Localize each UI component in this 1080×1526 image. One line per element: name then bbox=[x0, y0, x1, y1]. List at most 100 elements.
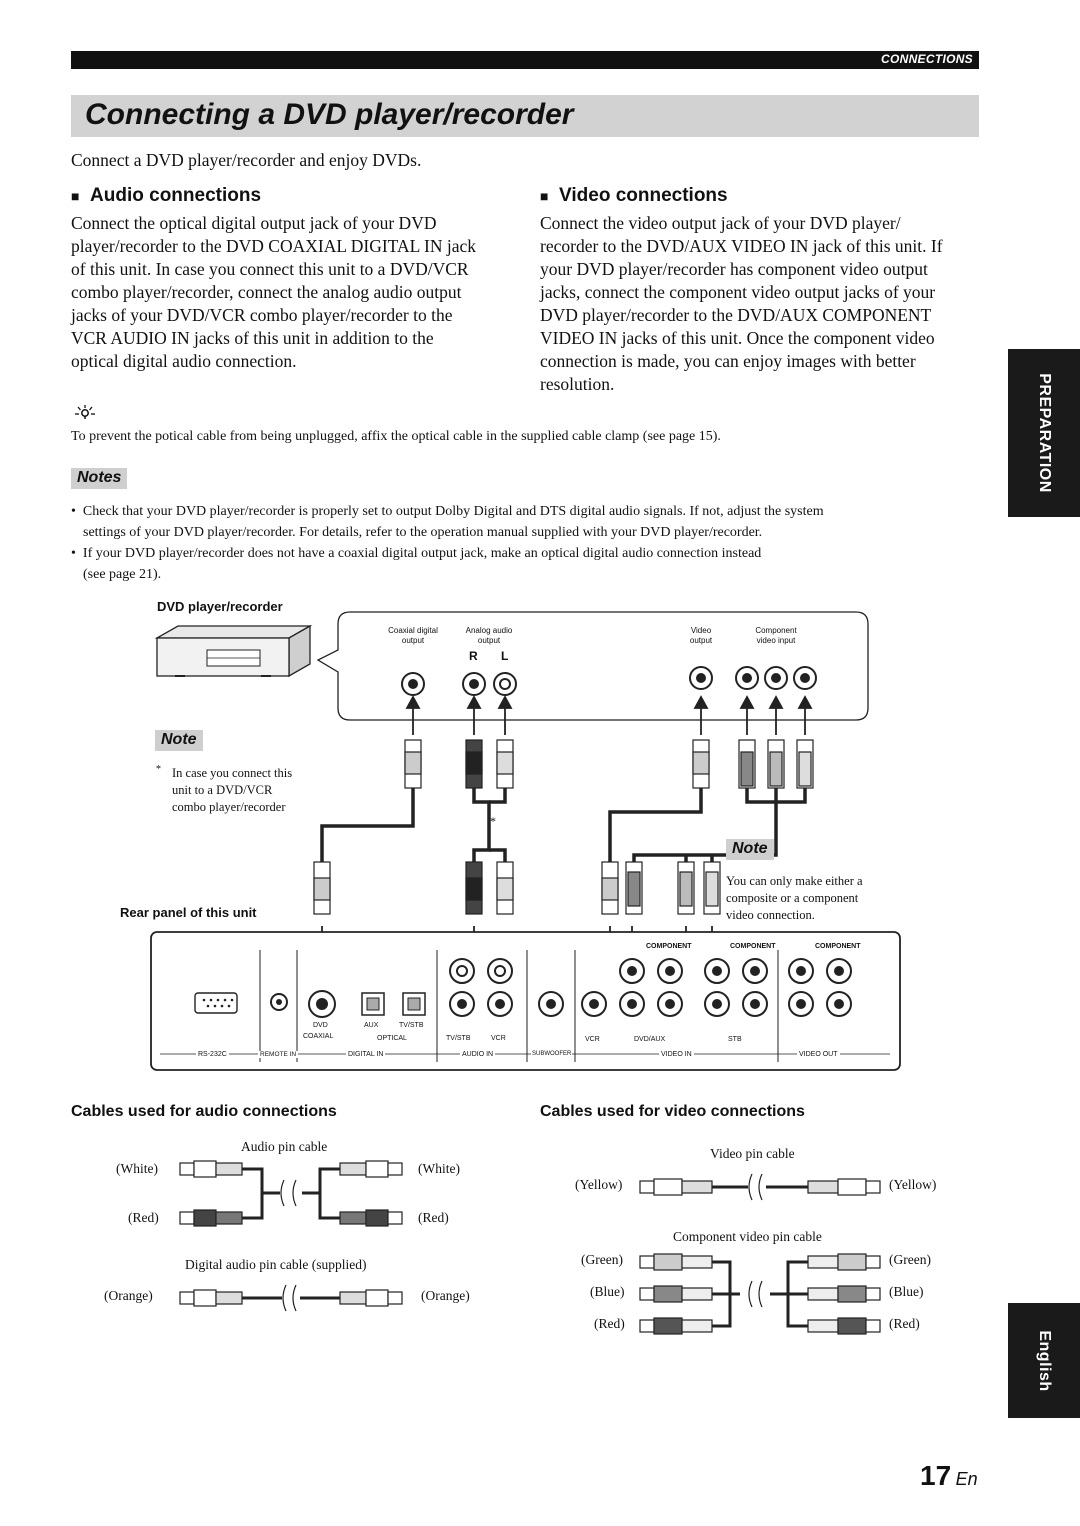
rs232c-label: RS-232C bbox=[196, 1051, 229, 1058]
english-tab: English bbox=[1008, 1303, 1080, 1418]
header-bar: CONNECTIONS bbox=[71, 51, 979, 69]
rear-panel-jacks bbox=[160, 950, 890, 1062]
note2-text: You can only make either a composite or … bbox=[726, 873, 863, 924]
video-paragraph: Connect the video output jack of your DV… bbox=[540, 212, 943, 396]
preparation-tab: PREPARATION bbox=[1008, 349, 1080, 517]
audio-line: of this unit. In case you connect this u… bbox=[71, 259, 469, 279]
video-pin-cable-label: Video pin cable bbox=[710, 1146, 795, 1161]
note-item: • If your DVD player/recorder does not h… bbox=[71, 546, 762, 561]
note1-line: In case you connect this bbox=[172, 766, 293, 780]
label-line: output bbox=[689, 636, 713, 645]
rs232c-port bbox=[194, 992, 238, 1014]
orange-right-label: (Orange) bbox=[421, 1288, 470, 1303]
note2-line: You can only make either a bbox=[726, 874, 863, 888]
l-label: L bbox=[501, 649, 509, 663]
upper-plugs bbox=[404, 739, 814, 789]
label-line: Coaxial digital bbox=[388, 626, 438, 635]
note1-line: combo player/recorder bbox=[172, 800, 286, 814]
white-right-label: (White) bbox=[418, 1161, 460, 1176]
optical-label: OPTICAL bbox=[377, 1035, 407, 1042]
coaxial-label: COAXIAL bbox=[303, 1033, 334, 1040]
subwoofer-label: SUBWOOFER bbox=[531, 1051, 573, 1057]
lower-plugs bbox=[313, 861, 721, 915]
video-line: recorder to the DVD/AUX VIDEO IN jack of… bbox=[540, 236, 943, 256]
green-right-label: (Green) bbox=[889, 1252, 931, 1267]
note2-label: Note bbox=[726, 839, 774, 860]
combo-star: * bbox=[490, 814, 496, 828]
component-cable-label: Component video pin cable bbox=[673, 1229, 822, 1244]
audio-cables-illustration bbox=[179, 1160, 403, 1312]
label-line: video input bbox=[756, 636, 796, 645]
white-left-label: (White) bbox=[116, 1161, 158, 1176]
title-bar: Connecting a DVD player/recorder bbox=[71, 95, 979, 137]
video-line: resolution. bbox=[540, 374, 615, 394]
label-line: output bbox=[401, 636, 425, 645]
digital-in-label: DIGITAL IN bbox=[346, 1051, 386, 1058]
blue-right-label: (Blue) bbox=[889, 1284, 924, 1299]
cables bbox=[320, 788, 807, 862]
red-right-video-label: (Red) bbox=[889, 1316, 920, 1331]
page-title: Connecting a DVD player/recorder bbox=[85, 98, 574, 131]
page-number-suffix: En bbox=[955, 1469, 978, 1489]
audio-line: jacks of your DVD/VCR combo player/recor… bbox=[71, 305, 453, 325]
note-item-cont: (see page 21). bbox=[83, 567, 162, 582]
note2-line: video connection. bbox=[726, 908, 815, 922]
video-heading-text: Video connections bbox=[559, 185, 728, 206]
component-label: COMPONENT bbox=[815, 943, 861, 950]
tvstb-audio-label: TV/STB bbox=[446, 1035, 471, 1042]
video-cables-heading: Cables used for video connections bbox=[540, 1103, 805, 1120]
audio-pin-cable-label: Audio pin cable bbox=[241, 1139, 328, 1154]
tip-text: To prevent the potical cable from being … bbox=[71, 429, 721, 444]
audio-line: combo player/recorder, connect the analo… bbox=[71, 282, 462, 302]
note2-line: composite or a component bbox=[726, 891, 859, 905]
tvstb-optical-label: TV/STB bbox=[399, 1022, 424, 1029]
tip-icon bbox=[75, 405, 95, 419]
video-line: your DVD player/recorder has component v… bbox=[540, 259, 928, 279]
green-left-label: (Green) bbox=[581, 1252, 623, 1267]
dvd-coax-label: DVD bbox=[313, 1022, 328, 1029]
audio-heading: ■ Audio connections bbox=[71, 185, 262, 206]
red-right-label: (Red) bbox=[418, 1210, 449, 1225]
video-line: jacks, connect the component video outpu… bbox=[540, 282, 936, 302]
video-line: DVD player/recorder to the DVD/AUX COMPO… bbox=[540, 305, 932, 325]
digital-cable-label: Digital audio pin cable (supplied) bbox=[185, 1257, 367, 1272]
note-item-line: Check that your DVD player/recorder is p… bbox=[82, 504, 824, 519]
label-line: Video bbox=[690, 626, 712, 635]
stb-video-label: STB bbox=[728, 1036, 742, 1043]
remote-in-label: REMOTE IN bbox=[258, 1051, 299, 1058]
dvd-output-jacks bbox=[401, 666, 817, 696]
video-line: Connect the video output jack of your DV… bbox=[540, 213, 901, 233]
note1-label: Note bbox=[155, 730, 203, 751]
video-heading: ■ Video connections bbox=[540, 185, 728, 206]
vcr-audio-label: VCR bbox=[491, 1035, 506, 1042]
audio-line: Connect the optical digital output jack … bbox=[71, 213, 437, 233]
orange-left-label: (Orange) bbox=[104, 1288, 153, 1303]
video-line: connection is made, you can enjoy images… bbox=[540, 351, 916, 371]
rear-panel bbox=[150, 931, 901, 1071]
video-line: VIDEO IN jacks of this unit. Once the co… bbox=[540, 328, 935, 348]
audio-line: player/recorder to the DVD COAXIAL DIGIT… bbox=[71, 236, 477, 256]
note-item-line: If your DVD player/recorder does not hav… bbox=[82, 546, 762, 561]
vcr-video-label: VCR bbox=[585, 1036, 600, 1043]
audio-paragraph: Connect the optical digital output jack … bbox=[71, 212, 476, 373]
note1-star: * bbox=[156, 764, 161, 775]
dvd-panel-callout bbox=[316, 611, 869, 721]
red-left-label: (Red) bbox=[128, 1210, 159, 1225]
red-left-video-label: (Red) bbox=[594, 1316, 625, 1331]
note-item-cont: settings of your DVD player/recorder. Fo… bbox=[83, 525, 763, 540]
dvd-arrows bbox=[405, 695, 813, 735]
component-label: COMPONENT bbox=[730, 943, 776, 950]
aux-optical-label: AUX bbox=[364, 1022, 379, 1029]
audio-cables-heading: Cables used for audio connections bbox=[71, 1103, 337, 1120]
r-label: R bbox=[469, 649, 478, 663]
dvdaux-video-label: DVD/AUX bbox=[634, 1036, 666, 1043]
video-cables-illustration bbox=[639, 1173, 881, 1335]
yellow-right-label: (Yellow) bbox=[889, 1177, 937, 1192]
audio-line: VCR AUDIO IN jacks of this unit in addit… bbox=[71, 328, 434, 348]
label-line: output bbox=[477, 636, 501, 645]
dvd-player-label: DVD player/recorder bbox=[157, 599, 283, 614]
